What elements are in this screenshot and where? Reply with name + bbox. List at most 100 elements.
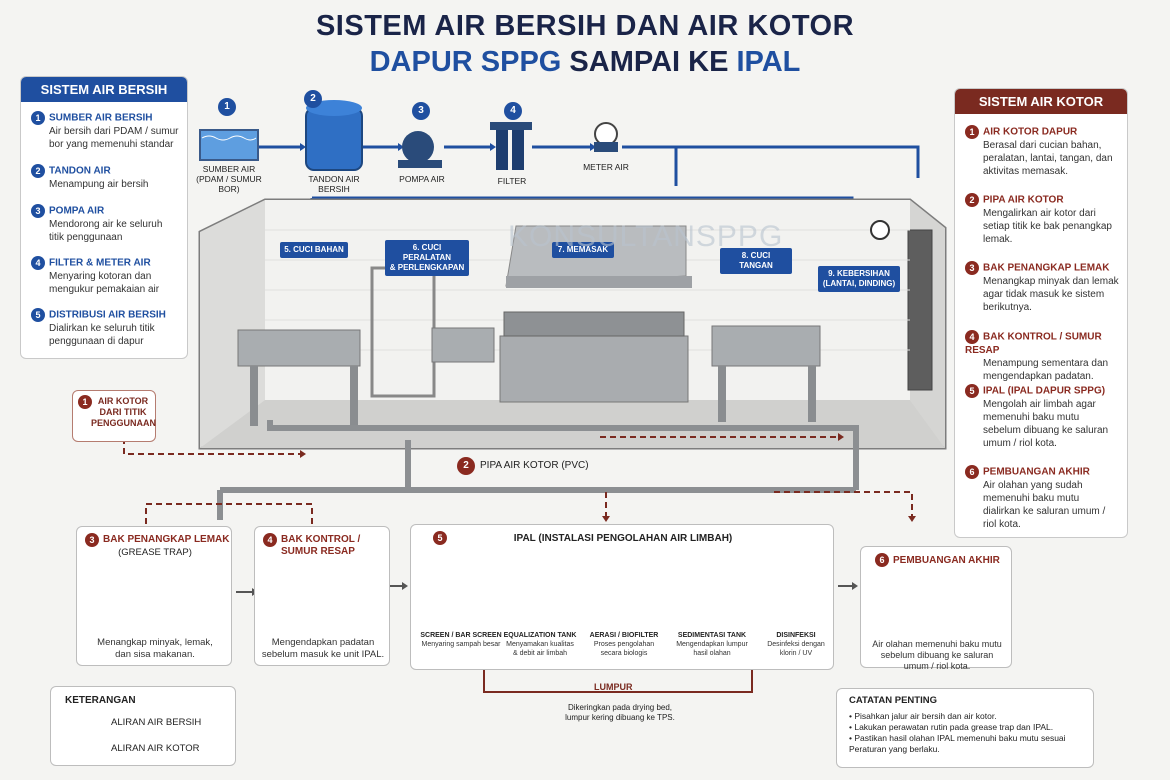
sludge-desc: Dikeringkan pada drying bed, lumpur keri… (565, 703, 675, 722)
ipal-stage-desc: Menyaring sampah besar (421, 641, 501, 648)
dirty-item-number: 1 (965, 125, 979, 139)
supply-step-number: 4 (504, 102, 522, 120)
clean-item-1: 1 SUMBER AIR BERSIH Air bersih dari PDAM … (31, 111, 179, 151)
dirty-item-number: 2 (965, 193, 979, 207)
sludge-label: LUMPUR (594, 682, 633, 692)
dirty-item-number: 6 (965, 465, 979, 479)
ipal-stage-name: EQUALIZATION TANK (503, 632, 577, 639)
legend-box: KETERANGAN ALIRAN AIR BERSIH ALIRAN AIR … (50, 686, 236, 766)
clean-item-number: 5 (31, 308, 45, 322)
dirty-water-panel: SISTEM AIR KOTOR 1 AIR KOTOR DAPUR Berasa… (954, 88, 1128, 538)
clean-item-title: POMPA AIR (49, 205, 105, 217)
dirty-item-number: 5 (965, 384, 979, 398)
dirty-item-title: PIPA AIR KOTOR (983, 194, 1064, 206)
note-item: • Pisahkan jalur air bersih dan air koto… (849, 711, 997, 721)
dirty-item-desc: Menangkap minyak dan lemak agar tidak ma… (983, 276, 1119, 313)
ipal-stage-name: SCREEN / BAR SCREEN (420, 632, 502, 639)
legend-title: KETERANGAN (65, 695, 136, 706)
clean-water-panel: SISTEM AIR BERSIH 1 SUMBER AIR BERSIH Air… (20, 76, 188, 359)
supply-step-label: TANDON AIR BERSIH (308, 174, 360, 194)
notes-title: CATATAN PENTING (849, 695, 937, 706)
supply-step-label: POMPA AIR (399, 174, 445, 184)
final-discharge-title: PEMBUANGAN AKHIR (893, 555, 1000, 566)
supply-step-label: SUMBER AIR (PDAM / SUMUR BOR) (196, 164, 262, 194)
ipal-stage-desc: Menyamakan kualitas & debit air limbah (506, 641, 574, 657)
clean-item-4: 4 FILTER & METER AIR Menyaring kotoran da… (31, 256, 179, 296)
ipal-title: IPAL (INSTALASI PENGOLAHAN AIR LIMBAH) (513, 533, 733, 544)
control-tank-title: BAK KONTROL / (281, 534, 361, 545)
clean-item-desc: Menyaring kotoran dan mengukur pemakaian… (49, 271, 160, 295)
ipal-stage-name: SEDIMENTASI TANK (677, 632, 747, 639)
note-item: • Lakukan perawatan rutin pada grease tr… (849, 722, 1054, 732)
dirty-item-number: 4 (965, 330, 979, 344)
notes-box: CATATAN PENTING • Pisahkan jalur air ber… (836, 688, 1094, 768)
supply-step-label: METER AIR (583, 162, 629, 172)
process-arrows (236, 585, 852, 593)
clean-item-desc: Dialirkan ke seluruh titik penggunaan di… (49, 323, 155, 347)
clean-item-number: 1 (31, 111, 45, 125)
ipal-stage-desc: Mengendapkan lumpur hasil olahan (676, 641, 748, 657)
clean-item-number: 2 (31, 164, 45, 178)
water-source-icon (199, 129, 259, 161)
grease-trap-subtitle: (GREASE TRAP) (118, 547, 192, 558)
title-part-mid: SAMPAI KE (561, 46, 737, 78)
dirty-item-desc: Berasal dari cucian bahan, peralatan, la… (983, 140, 1113, 177)
grease-trap-title: BAK PENANGKAP LEMAK (103, 534, 230, 545)
grease-trap-number: 3 (85, 533, 99, 547)
dirty-item-desc: Air olahan yang sudah memenuhi baku mutu… (983, 480, 1106, 530)
dirty-item-title: AIR KOTOR DAPUR (983, 126, 1078, 138)
water-meter-icon (594, 122, 618, 152)
page-title: SISTEM AIR BERSIH DAN AIR KOTOR (315, 10, 855, 42)
dirty-source-box: 1 AIR KOTOR DARI TITIK PENGGUNAAN (72, 390, 156, 442)
tag-cuci-peralatan: 6. CUCI PERALATAN & PERLENGKAPAN (385, 240, 469, 276)
final-discharge-desc: Air olahan memenuhi baku mutu sebelum di… (872, 639, 1002, 671)
water-filter-icon (490, 122, 532, 170)
clean-panel-heading: SISTEM AIR BERSIH (21, 77, 187, 102)
final-discharge-box: 6 PEMBUANGAN AKHIR Air olahan memenuhi b… (860, 546, 1012, 671)
notes-list: • Pisahkan jalur air bersih dan air koto… (849, 711, 1085, 755)
control-tank-title-2: SUMUR RESAP (281, 546, 355, 557)
clean-item-number: 3 (31, 204, 45, 218)
dirty-item-title: PEMBUANGAN AKHIR (983, 466, 1090, 478)
dirty-water-flow (123, 436, 913, 524)
clean-item-title: TANDON AIR (49, 165, 111, 177)
ipal-box: 5 IPAL (INSTALASI PENGOLAHAN AIR LIMBAH)… (410, 524, 834, 670)
clean-item-title: SUMBER AIR BERSIH (49, 112, 153, 124)
clean-item-title: FILTER & METER AIR (49, 257, 151, 269)
supply-step-number: 1 (218, 98, 236, 116)
clean-item-number: 4 (31, 256, 45, 270)
dirty-source-label: AIR KOTOR DARI TITIK PENGGUNAAN (91, 396, 157, 428)
control-tank-number: 4 (263, 533, 277, 547)
ipal-stage-2: EQUALIZATION TANK Menyamakan kualitas & … (497, 631, 583, 658)
ipal-stage-name: AERASI / BIOFILTER (589, 632, 659, 639)
tag-cuci-tangan: 8. CUCI TANGAN (720, 248, 792, 274)
ipal-stage-4: SEDIMENTASI TANK Mengendapkan lumpur has… (669, 631, 755, 658)
clean-item-2: 2 TANDON AIR Menampung air bersih (31, 164, 179, 191)
dirty-item-number: 3 (965, 261, 979, 275)
pipe-number: 2 (457, 457, 475, 475)
supply-step-number: 3 (412, 102, 430, 120)
ipal-stage-5: DISINFEKSI Desinfeksi dengan klorin / UV (757, 631, 835, 658)
clean-item-desc: Menampung air bersih (49, 179, 149, 190)
sludge-bracket (483, 668, 753, 693)
dirty-item-1: 1 AIR KOTOR DAPUR Berasal dari cucian bah… (965, 125, 1119, 178)
grease-trap-box: 3 BAK PENANGKAP LEMAK (GREASE TRAP) Mena… (76, 526, 232, 666)
dirty-source-number: 1 (78, 395, 92, 409)
ipal-stage-1: SCREEN / BAR SCREEN Menyaring sampah besa… (413, 631, 509, 649)
note-text: Pisahkan jalur air bersih dan air kotor. (854, 711, 997, 721)
dirty-item-6: 6 PEMBUANGAN AKHIR Air olahan yang sudah … (965, 465, 1119, 531)
dirty-item-title: IPAL (IPAL DAPUR SPPG) (983, 385, 1106, 397)
supply-step-number: 2 (304, 90, 322, 108)
watermark-logo: KONSULTANSPPG (508, 220, 784, 253)
ipal-stage-desc: Desinfeksi dengan klorin / UV (767, 641, 825, 657)
page-subtitle: DAPUR SPPG SAMPAI KE IPAL (0, 46, 1170, 79)
control-tank-box: 4 BAK KONTROL / SUMUR RESAP Mengendapkan… (254, 526, 390, 666)
ipal-stage-name: DISINFEKSI (776, 632, 816, 639)
final-discharge-number: 6 (875, 553, 889, 567)
dirty-panel-heading: SISTEM AIR KOTOR (955, 89, 1127, 114)
supply-step-label: FILTER (497, 176, 527, 186)
ipal-number: 5 (433, 531, 447, 545)
clean-item-desc: Air bersih dari PDAM / sumur bor yang me… (49, 126, 179, 150)
note-text: Pastikan hasil olahan IPAL memenuhi baku… (849, 733, 1066, 754)
